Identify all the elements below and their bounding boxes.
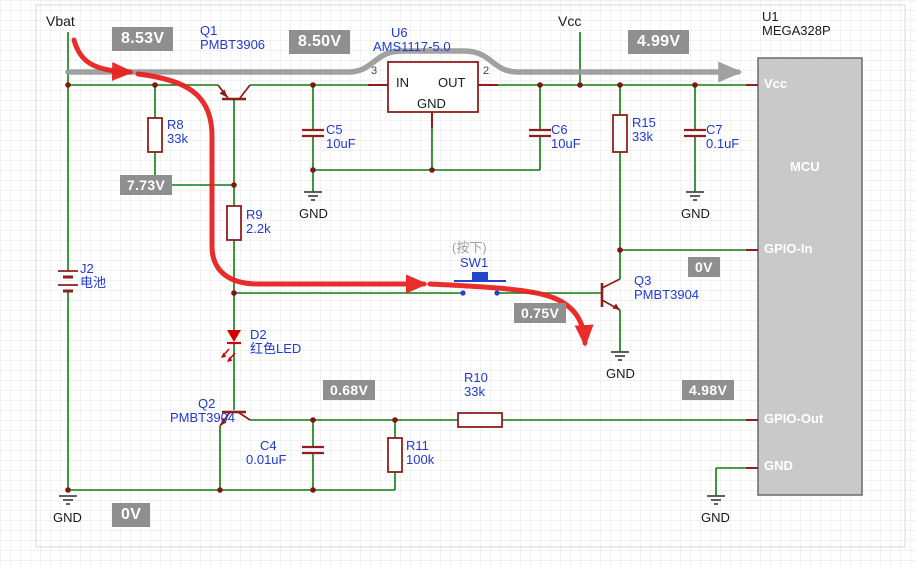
r10-ref: R10 [464, 370, 488, 385]
r8-ref: R8 [167, 117, 184, 132]
voltage-badge-gnd-rail: 0V [112, 503, 151, 527]
q3-value: PMBT3904 [634, 287, 700, 302]
r9-value: 2.2k [246, 221, 271, 236]
r8-value: 33k [167, 131, 188, 146]
c6-ref: C6 [551, 122, 568, 137]
r9-ref: R9 [246, 207, 263, 222]
resistor-r11 [387, 437, 403, 473]
u6-pin-out: OUT [438, 75, 466, 90]
mcu-core-label: MCU [790, 159, 820, 174]
gnd-label-c7: GND [681, 206, 710, 221]
q1-ref: Q1 [200, 23, 218, 38]
voltage-badge-q3-base: 0.75V [514, 303, 567, 323]
net-label-vcc: Vcc [558, 13, 582, 29]
u1-value: MEGA328P [762, 23, 831, 38]
transistor-q3-symbol [600, 278, 621, 311]
u6-pin-in: IN [396, 75, 409, 90]
u6-value: AMS1117-5.0 [373, 39, 451, 54]
regulator-u6-symbol [368, 61, 498, 128]
r10-value: 33k [464, 384, 485, 399]
transistor-q1-symbol [217, 84, 251, 101]
r15-ref: R15 [632, 115, 656, 130]
c5-value: 10uF [326, 136, 356, 151]
voltage-badge-vcc-rail: 4.99V [628, 30, 690, 54]
voltage-badge-q2-collector: 0.68V [323, 380, 376, 400]
led-d2-symbol [221, 330, 241, 362]
resistor-r15 [612, 114, 628, 153]
d2-value: 红色LED [250, 341, 302, 356]
voltage-badge-gpio-out: 4.98V [682, 380, 735, 400]
gnd-symbols [59, 191, 725, 505]
red-current-path [71, 37, 594, 347]
q2-ref: Q2 [198, 396, 216, 411]
r11-ref: R11 [406, 438, 429, 453]
gnd-label-bottom-left: GND [53, 510, 82, 525]
q1-value: PMBT3906 [200, 37, 266, 52]
c4-value: 0.01uF [246, 452, 287, 467]
mcu-u1-symbol [746, 57, 863, 496]
j2-ref: J2 [80, 261, 94, 276]
switch-sw1[interactable] [454, 272, 506, 296]
u6-pin-gnd: GND [417, 96, 446, 111]
j2-value: 电池 [80, 275, 107, 290]
mcu-pin-gnd: GND [764, 458, 793, 473]
mcu-pin-vcc: Vcc [764, 76, 788, 91]
q3-ref: Q3 [634, 273, 652, 288]
c5-ref: C5 [326, 122, 343, 137]
u6-pin-number-2: 2 [483, 65, 490, 77]
capacitor-c5 [302, 128, 324, 138]
battery-j2-symbol [58, 270, 78, 293]
mcu-pin-gpio-out: GPIO-Out [764, 411, 824, 426]
capacitor-c7 [684, 128, 706, 138]
gray-current-path [65, 48, 743, 83]
junction-dots [65, 82, 698, 493]
transistor-q2-symbol [219, 410, 251, 427]
mcu-pin-gpio-in: GPIO-In [764, 241, 813, 256]
voltage-badge-gpio-in: 0V [688, 257, 720, 277]
resistor-r8 [147, 117, 163, 153]
sw1-press-annotation: (按下) [452, 240, 487, 255]
u6-ref: U6 [391, 25, 408, 40]
d2-ref: D2 [250, 327, 267, 342]
sw1-ref: SW1 [460, 255, 489, 270]
c6-value: 10uF [551, 136, 581, 151]
gnd-label-q3: GND [606, 366, 635, 381]
resistor-r10 [457, 412, 503, 428]
voltage-badge-vbat-rail: 8.53V [112, 27, 174, 51]
c4-ref: C4 [260, 438, 277, 453]
capacitor-c4 [302, 445, 324, 455]
r11-value: 100k [406, 452, 435, 467]
c7-value: 0.1uF [706, 136, 740, 151]
u6-pin-number-3: 3 [371, 65, 378, 77]
voltage-badge-q1-base: 7.73V [120, 175, 173, 195]
net-label-vbat: Vbat [46, 13, 75, 29]
c7-ref: C7 [706, 122, 723, 137]
q2-value: PMBT3904 [170, 410, 236, 425]
voltage-badge-after-q1: 8.50V [289, 30, 351, 54]
resistor-r9 [226, 205, 242, 241]
sheet-border [35, 4, 906, 548]
gnd-label-bottom-right: GND [701, 510, 730, 525]
u1-ref: U1 [762, 9, 779, 24]
capacitor-c6 [529, 128, 551, 138]
r15-value: 33k [632, 129, 653, 144]
gnd-label-c5: GND [299, 206, 328, 221]
